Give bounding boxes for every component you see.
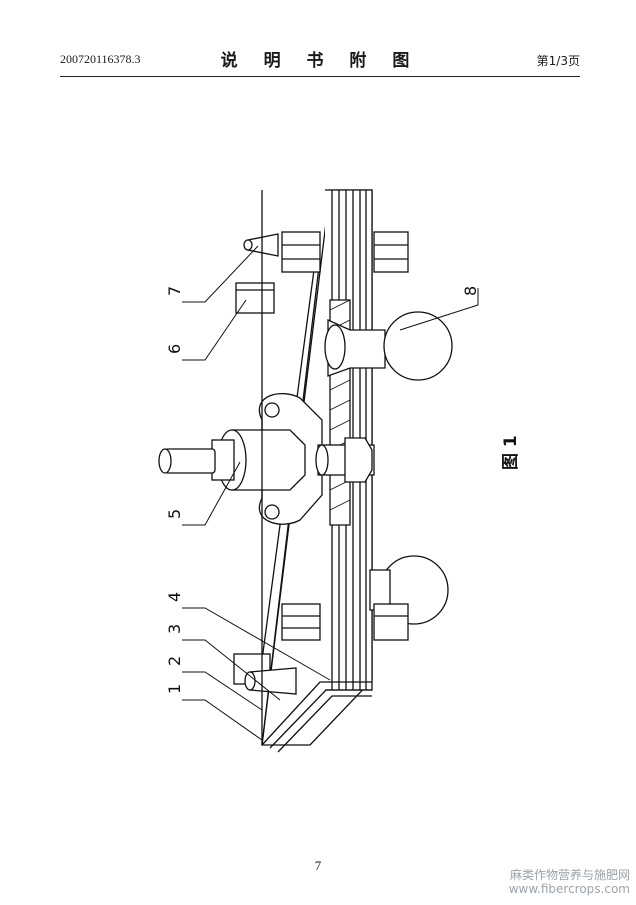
part-label-1: 1: [165, 684, 184, 694]
watermark-site-url: www.fibercrops.com: [508, 882, 630, 896]
part-label-7: 7: [165, 286, 184, 296]
leader-lines: [182, 245, 479, 741]
watermark-site-name: 麻类作物营养与施肥网: [509, 868, 630, 882]
part-label-2: 2: [165, 656, 184, 666]
watermark: 麻类作物营养与施肥网 www.fibercrops.com: [509, 868, 630, 896]
application-number: 200720116378.3: [60, 52, 141, 66]
part-label-4: 4: [165, 592, 184, 602]
mechanism-illustration: [158, 189, 453, 753]
page-number: 7: [314, 858, 322, 873]
part-label-8: 8: [461, 286, 480, 296]
document-title: 说 明 书 附 图: [220, 51, 420, 71]
figure-caption: 图 1: [501, 435, 521, 470]
page-indicator: 第1/3页: [536, 54, 580, 68]
part-label-6: 6: [165, 344, 184, 354]
page-header: 200720116378.3 说 明 书 附 图 第1/3页: [60, 46, 580, 74]
part-label-5: 5: [165, 509, 184, 519]
part-label-3: 3: [165, 624, 184, 634]
header-rule: [60, 76, 580, 77]
